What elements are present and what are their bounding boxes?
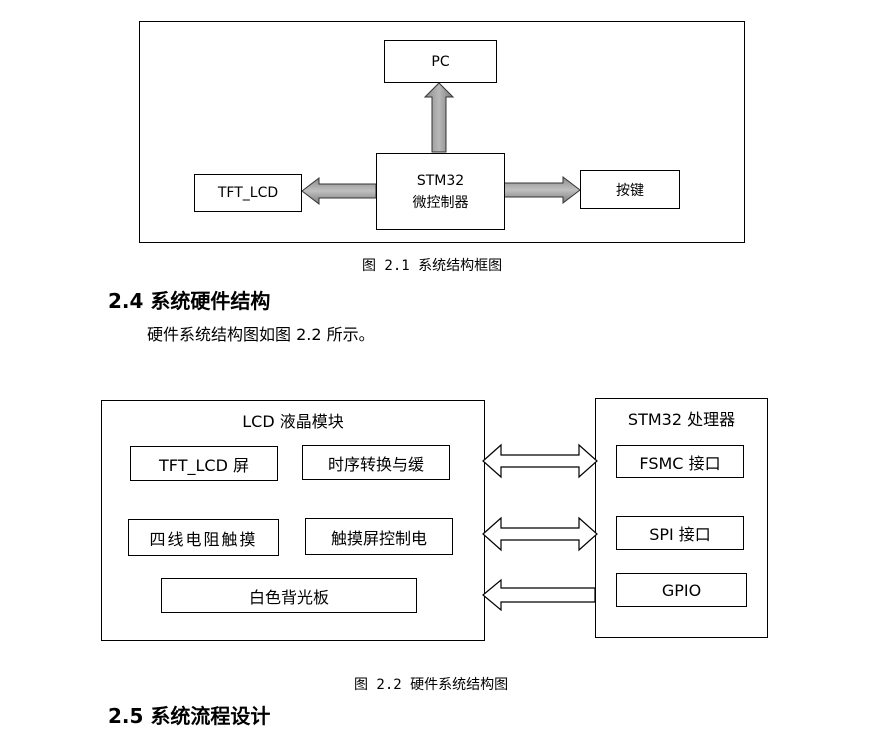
keys-box: 按键 bbox=[580, 170, 680, 209]
arrow-gpio-left bbox=[482, 578, 596, 612]
tft-lcd-box: TFT_LCD bbox=[194, 174, 302, 212]
arrow-spi-bidirectional bbox=[482, 516, 598, 552]
arrow-up-to-pc bbox=[423, 82, 455, 153]
section-2-4-heading: 2.4 系统硬件结构 bbox=[108, 289, 271, 313]
lcd-module-title: LCD 液晶模块 bbox=[242, 412, 344, 431]
mcu-label-line2: 微控制器 bbox=[412, 194, 469, 211]
lcd-item-tft-screen: TFT_LCD 屏 bbox=[130, 446, 278, 481]
keys-label: 按键 bbox=[616, 182, 644, 199]
arrow-fsmc-bidirectional bbox=[482, 443, 598, 479]
arrow-left-to-tft bbox=[301, 176, 377, 206]
stm32-item-spi: SPI 接口 bbox=[616, 516, 744, 550]
pc-box: PC bbox=[384, 40, 497, 83]
figure-2-1-frame bbox=[139, 21, 745, 243]
mcu-label-line1: STM32 bbox=[416, 172, 465, 189]
pc-label: PC bbox=[431, 53, 450, 70]
section-2-4-body: 硬件系统结构图如图 2.2 所示。 bbox=[147, 325, 375, 344]
lcd-item-resistive-touch: 四线电阻触摸 bbox=[128, 519, 279, 556]
stm32-processor-frame bbox=[595, 398, 768, 638]
figure-2-2-arrows bbox=[482, 443, 598, 612]
lcd-item-timing-buffer: 时序转换与缓 bbox=[302, 445, 450, 480]
stm32-item-gpio: GPIO bbox=[616, 573, 747, 607]
figure-2-1-caption: 图 2.1 系统结构框图 bbox=[362, 258, 503, 274]
lcd-module-frame bbox=[101, 400, 485, 641]
tft-lcd-label: TFT_LCD bbox=[217, 185, 279, 201]
lcd-item-backlight: 白色背光板 bbox=[161, 578, 417, 613]
stm32-processor-title: STM32 处理器 bbox=[627, 410, 736, 429]
arrow-right-to-keys bbox=[503, 175, 581, 205]
stm32-item-fsmc: FSMC 接口 bbox=[616, 445, 744, 478]
lcd-item-touch-controller: 触摸屏控制电 bbox=[305, 518, 453, 555]
stm32-mcu-box: STM32 微控制器 bbox=[376, 153, 505, 230]
figure-2-2-caption: 图 2.2 硬件系统结构图 bbox=[354, 677, 509, 693]
figure-2-1-arrows bbox=[301, 82, 581, 206]
